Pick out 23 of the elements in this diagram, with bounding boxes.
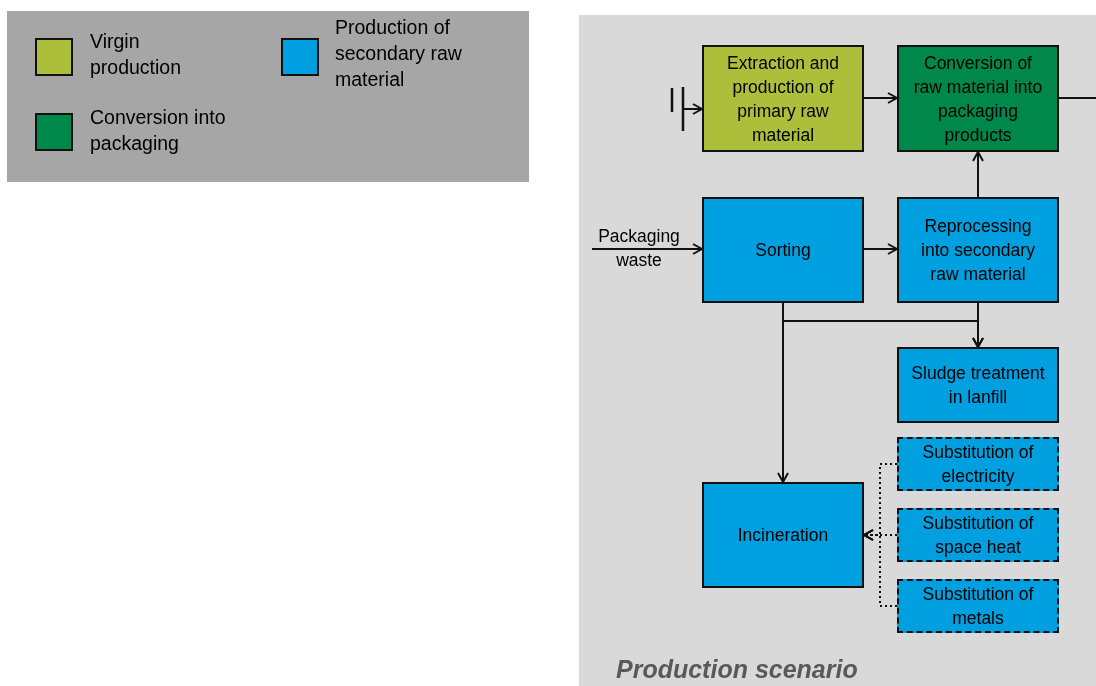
legend-label: Conversion into packaging xyxy=(90,105,227,156)
arrow xyxy=(972,302,984,348)
arrow xyxy=(863,243,898,255)
substitution-box: Substitution of electricity xyxy=(897,437,1059,491)
arrow xyxy=(863,529,898,607)
process-box: Sludge treatment in lanfill xyxy=(897,347,1059,423)
process-box: Incineration xyxy=(702,482,864,588)
arrow xyxy=(683,103,703,115)
legend-label: Virgin production xyxy=(90,29,183,80)
edge-label: Packaging waste xyxy=(597,225,681,272)
process-box: Reprocessing into secondary raw material xyxy=(897,197,1059,303)
arrow xyxy=(777,302,789,483)
process-box: Sorting xyxy=(702,197,864,303)
substitution-box: Substitution of space heat xyxy=(897,508,1059,562)
process-box: Conversion of raw material into packaging products xyxy=(897,45,1059,152)
legend-label: Production of secondary raw material xyxy=(335,15,463,92)
panel-title: Production scenario xyxy=(616,655,858,684)
arrow xyxy=(591,243,703,255)
process-box: Extraction and production of primary raw material xyxy=(702,45,864,152)
arrow xyxy=(972,151,984,198)
arrow xyxy=(863,92,898,104)
scenario-panel xyxy=(579,15,1096,686)
substitution-box: Substitution of metals xyxy=(897,579,1059,633)
